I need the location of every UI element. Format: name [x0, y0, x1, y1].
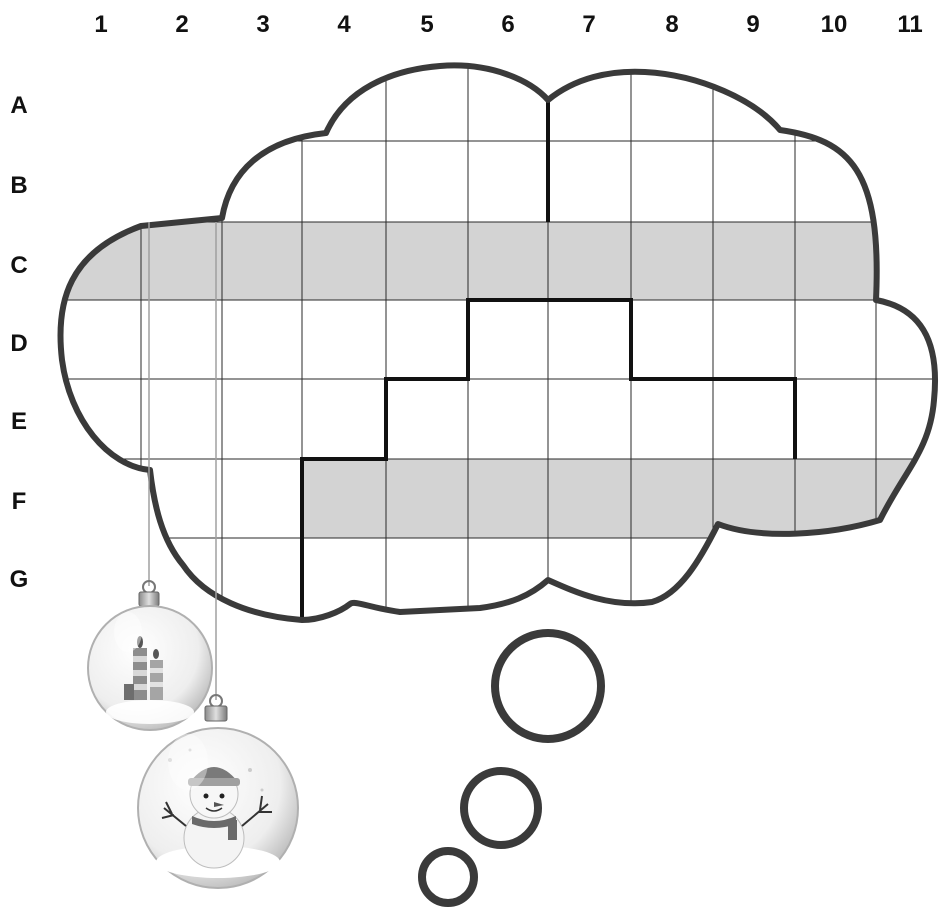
column-label-1: 1: [94, 11, 107, 38]
column-label-5: 5: [420, 11, 433, 38]
cell-E10[interactable]: [795, 379, 876, 459]
cell-D1[interactable]: [60, 300, 141, 379]
cell-E3[interactable]: [222, 379, 302, 459]
grid-cells: [60, 60, 940, 622]
row-label-F: F: [12, 488, 27, 515]
cell-E8[interactable]: [631, 379, 713, 459]
cell-G10[interactable]: [795, 538, 876, 622]
column-label-11: 11: [897, 11, 922, 38]
column-label-9: 9: [746, 11, 759, 38]
cell-F8[interactable]: [631, 459, 713, 538]
row-label-G: G: [10, 566, 29, 593]
cell-A10[interactable]: [795, 60, 876, 141]
cell-B4[interactable]: [302, 141, 386, 222]
cell-B1[interactable]: [60, 141, 141, 222]
cell-C5[interactable]: [386, 222, 468, 300]
column-label-4: 4: [337, 11, 351, 38]
cell-B5[interactable]: [386, 141, 468, 222]
cell-C6[interactable]: [468, 222, 548, 300]
cell-C9[interactable]: [713, 222, 795, 300]
cell-C7[interactable]: [548, 222, 631, 300]
cell-G11[interactable]: [876, 538, 940, 622]
cell-E6[interactable]: [468, 379, 548, 459]
cell-F6[interactable]: [468, 459, 548, 538]
row-label-E: E: [11, 408, 27, 435]
column-label-10: 10: [821, 11, 848, 38]
cell-A2[interactable]: [141, 60, 222, 141]
cell-E4[interactable]: [302, 379, 386, 459]
cell-D5[interactable]: [386, 300, 468, 379]
cell-E9[interactable]: [713, 379, 795, 459]
cell-C11[interactable]: [876, 222, 940, 300]
row-labels: A B C D E F G: [10, 92, 29, 593]
thought-bubble-large: [495, 633, 601, 739]
cell-B9[interactable]: [713, 141, 795, 222]
cell-G3[interactable]: [222, 538, 302, 622]
row-label-C: C: [10, 252, 27, 279]
row-label-B: B: [10, 172, 27, 199]
thought-bubble-medium: [464, 771, 538, 845]
cell-D9[interactable]: [713, 300, 795, 379]
column-label-8: 8: [665, 11, 678, 38]
row-label-A: A: [10, 92, 27, 119]
cell-C8[interactable]: [631, 222, 713, 300]
cell-B2[interactable]: [141, 141, 222, 222]
cell-F3[interactable]: [222, 459, 302, 538]
cell-D8[interactable]: [631, 300, 713, 379]
column-label-7: 7: [582, 11, 595, 38]
cell-A3[interactable]: [222, 60, 302, 141]
cell-F5[interactable]: [386, 459, 468, 538]
column-label-6: 6: [501, 11, 514, 38]
cell-C3[interactable]: [222, 222, 302, 300]
column-label-3: 3: [256, 11, 269, 38]
cell-F7[interactable]: [548, 459, 631, 538]
cell-G7[interactable]: [548, 538, 631, 622]
cell-D7[interactable]: [548, 300, 631, 379]
cell-A4[interactable]: [302, 60, 386, 141]
cell-B11[interactable]: [876, 141, 940, 222]
candles-ornament-icon: [88, 581, 212, 730]
cell-C2[interactable]: [141, 222, 222, 300]
cell-F4[interactable]: [302, 459, 386, 538]
cell-E7[interactable]: [548, 379, 631, 459]
cell-G9[interactable]: [713, 538, 795, 622]
cell-D10[interactable]: [795, 300, 876, 379]
cell-E5[interactable]: [386, 379, 468, 459]
cell-D2[interactable]: [141, 300, 222, 379]
cell-B7[interactable]: [548, 141, 631, 222]
row-label-D: D: [10, 330, 27, 357]
cell-D6[interactable]: [468, 300, 548, 379]
column-labels: 1 2 3 4 5 6 7 8 9 10 11: [94, 11, 922, 38]
cell-C10[interactable]: [795, 222, 876, 300]
cell-E2[interactable]: [141, 379, 222, 459]
thought-bubble-small: [422, 851, 474, 903]
cell-C4[interactable]: [302, 222, 386, 300]
cell-F1[interactable]: [60, 459, 141, 538]
cell-B6[interactable]: [468, 141, 548, 222]
cell-A1[interactable]: [60, 60, 141, 141]
column-label-2: 2: [175, 11, 188, 38]
cell-A11[interactable]: [876, 60, 940, 141]
cell-B8[interactable]: [631, 141, 713, 222]
cell-D3[interactable]: [222, 300, 302, 379]
cell-D4[interactable]: [302, 300, 386, 379]
